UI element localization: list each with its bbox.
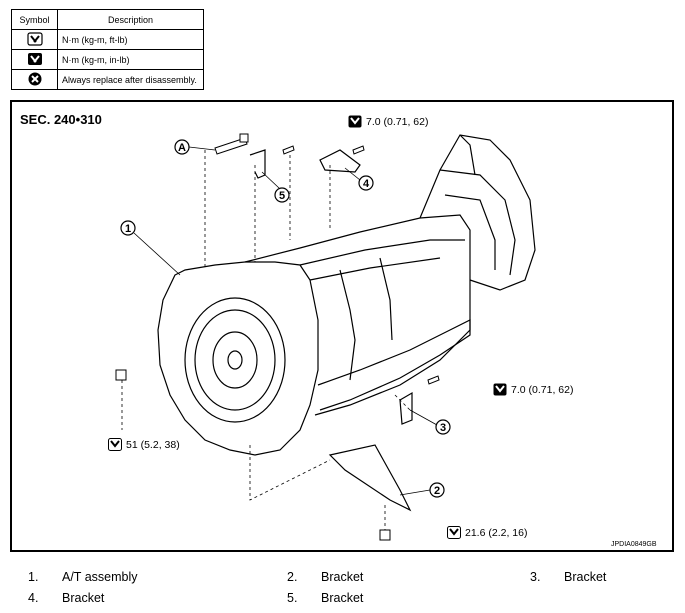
symbol-legend-table: Symbol Description N·m (kg-m, ft-lb) N·m… <box>11 9 204 90</box>
list-item: 3. Bracket <box>530 570 607 584</box>
section-number: SEC. 240•310 <box>20 112 102 127</box>
torque-wrench-icon <box>26 31 43 46</box>
torque-spec-bracket-bottom: 21.6 (2.2, 16) <box>447 526 527 539</box>
callout-markers <box>120 139 451 498</box>
bolt-icons <box>115 133 440 541</box>
torque-value: 7.0 (0.71, 62) <box>511 383 574 396</box>
torque-value: 7.0 (0.71, 62) <box>366 115 429 128</box>
legend-description-3: Always replace after disassembly. <box>57 69 204 90</box>
torque-wrench-icon <box>447 526 461 539</box>
torque-spec-bracket-side: 7.0 (0.71, 62) <box>493 383 573 396</box>
torque-value: 51 (5.2, 38) <box>126 438 180 451</box>
list-item: 5. Bracket <box>287 591 364 605</box>
list-item: 2. Bracket <box>287 570 364 584</box>
torque-spec-bracket-top: 7.0 (0.71, 62) <box>348 115 428 128</box>
torque-wrench-icon <box>108 438 122 451</box>
torque-value: 21.6 (2.2, 16) <box>465 526 528 539</box>
list-item: 4. Bracket <box>28 591 105 605</box>
bracket-shapes <box>249 149 413 512</box>
torque-wrench-inlb-icon <box>348 115 362 128</box>
callout-3: 3 <box>440 422 446 434</box>
at-assembly-illustration <box>157 134 536 456</box>
diagram-frame <box>10 100 674 552</box>
callout-5: 5 <box>279 190 285 202</box>
figure-code: JPDIA0849GB <box>611 541 657 548</box>
callout-2: 2 <box>434 485 440 497</box>
torque-wrench-inlb-icon <box>493 383 507 396</box>
callout-A: A <box>178 142 186 154</box>
callout-leaders <box>133 146 438 496</box>
callout-1: 1 <box>125 223 131 235</box>
always-replace-icon <box>28 72 41 85</box>
torque-wrench-inlb-icon <box>27 52 42 65</box>
leader-lines <box>121 150 411 535</box>
callout-labels: 1 2 3 4 5 A <box>125 142 446 497</box>
callout-4: 4 <box>363 178 370 190</box>
torque-spec-housing-bolt: 51 (5.2, 38) <box>108 438 180 451</box>
list-item: 1. A/T assembly <box>28 570 138 584</box>
